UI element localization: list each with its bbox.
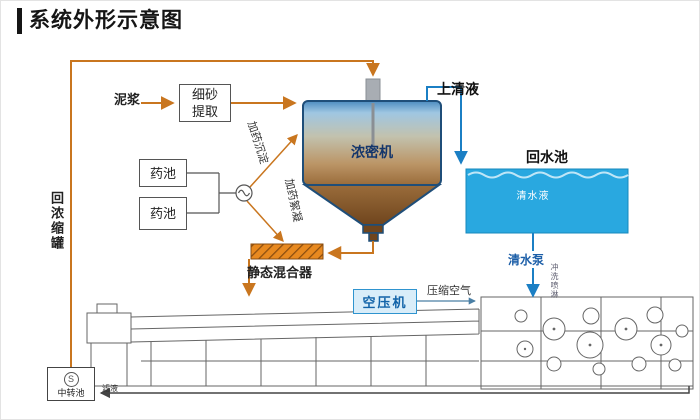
- thickener-funnel: [301, 184, 443, 226]
- return-concentrate-tank-label: 回浓缩罐: [49, 191, 64, 251]
- compressed-air-label: 压缩空气: [427, 285, 471, 297]
- thickener-to-mixer-line: [327, 241, 374, 260]
- thickener-motor: [365, 78, 381, 104]
- chemical-pool-2-box: 药池: [139, 197, 187, 230]
- filtrate-line: [99, 386, 690, 399]
- pool-wave: [467, 171, 629, 179]
- chemical-dosing-lines: [187, 172, 236, 214]
- press-roller-axles: [523, 327, 663, 351]
- sand-extraction-box: 细砂提取: [179, 84, 231, 122]
- dosing-floc-line: [246, 200, 284, 242]
- return-pool-label: 回水池: [526, 149, 568, 165]
- dosing-settling-line: [249, 134, 298, 188]
- clear-water-pump-label: 清水泵: [506, 251, 547, 268]
- page-title: 系统外形示意图: [17, 8, 183, 34]
- chemical-pool-1-box: 药池: [139, 159, 187, 187]
- static-mixer-body: [250, 243, 324, 260]
- transfer-pool-box: S 中转池: [47, 367, 95, 401]
- flush-spray-label: 冲洗喷淋: [550, 263, 559, 299]
- return-loop-line: [70, 60, 380, 367]
- return-water-pool: [465, 168, 629, 234]
- supernatant-label: 上清液: [437, 81, 479, 97]
- mud-label: 泥浆: [114, 92, 141, 107]
- air-compressor-box: 空压机: [353, 289, 417, 314]
- thickener-tank: [301, 78, 443, 242]
- belt-filter-press: [81, 296, 694, 390]
- slurry-flow-lines: [70, 60, 380, 367]
- clear-water-label: 清水液: [516, 191, 550, 202]
- press-feed-hopper: [86, 312, 132, 344]
- supernatant-line: [426, 86, 468, 165]
- dosing-pump-icon: [235, 184, 253, 202]
- transfer-pump-icon: S: [63, 372, 79, 387]
- static-mixer-label: 静态混合器: [247, 265, 313, 280]
- filtrate-label: 滤液: [102, 384, 118, 393]
- press-roller-frame: [480, 296, 694, 390]
- transfer-pool-label: 中转池: [57, 388, 85, 398]
- thickener-label: 浓密机: [351, 144, 393, 160]
